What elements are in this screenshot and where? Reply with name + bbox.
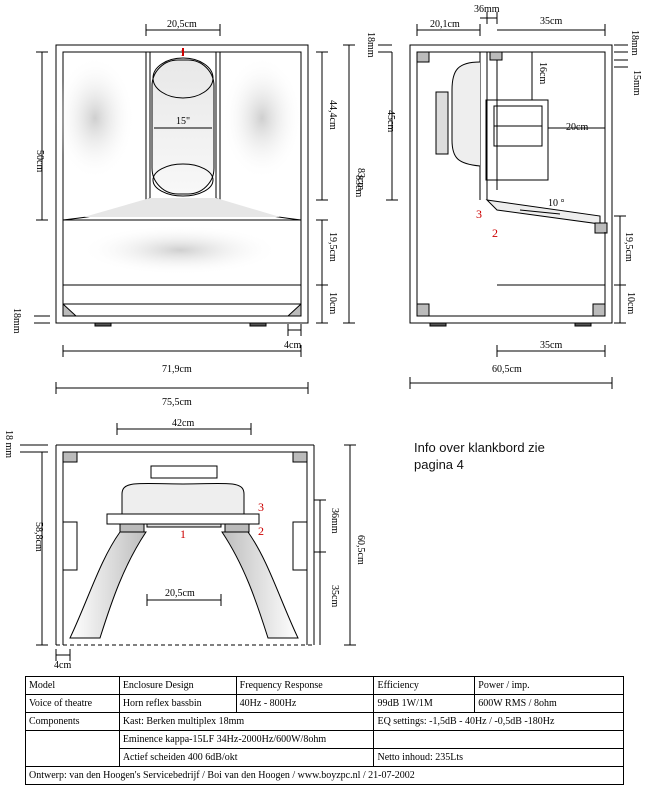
side-top-36: 36mm [474, 4, 500, 15]
table-row: Voice of theatre Horn reflex bassbin 40H… [25, 694, 624, 713]
freq-label: Frequency Response [235, 676, 375, 695]
side-height-45: 45cm [385, 110, 396, 132]
efficiency-value: 99dB 1W/1M [373, 694, 476, 713]
side-height-16: 16cm [537, 62, 548, 84]
side-height-10: 10cm [625, 292, 636, 314]
table-row: Components Kast: Berken multiplex 18mm E… [25, 712, 624, 731]
side-height-195: 19,5cm [623, 232, 634, 262]
side-thick-18: 18mm [365, 32, 376, 58]
model-label: Model [25, 676, 120, 695]
table-row: Eminence kappa-15LF 34Hz-2000Hz/600W/8oh… [25, 730, 624, 749]
top-thick-36: 36mm [329, 508, 340, 534]
voice-label: Voice of theatre [25, 694, 120, 713]
side-marker-3: 3 [476, 207, 482, 221]
eq-value: EQ settings: -1,5dB - 40Hz / -0,5dB -180… [373, 712, 624, 731]
front-height-83: 83cm [353, 175, 364, 197]
front-dimensions [34, 24, 355, 394]
front-top-width: 20,5cm [167, 19, 197, 30]
front-foot-4: 4cm [284, 340, 301, 351]
driver-value: Eminence kappa-15LF 34Hz-2000Hz/600W/8oh… [118, 730, 375, 749]
freq-value: 40Hz - 800Hz [235, 694, 375, 713]
credits: Ontwerp: van den Hoogen's Servicebedrijf… [25, 766, 624, 785]
front-height-195: 19,5cm [327, 232, 338, 262]
top-dimensions [20, 423, 356, 661]
front-view [55, 44, 309, 327]
top-height-588: 58,8cm [33, 522, 44, 552]
front-height-50: 50cm [34, 150, 45, 172]
front-height-10: 10cm [327, 292, 338, 314]
top-marker-3: 3 [258, 500, 264, 514]
info-note-line2: pagina 4 [414, 457, 464, 472]
top-thick-18: 18 mm [3, 430, 14, 458]
side-top-35: 35cm [540, 16, 562, 27]
table-row: Model Enclosure Design Frequency Respons… [25, 676, 624, 695]
efficiency-label: Efficiency [373, 676, 476, 695]
driver-spacer [373, 730, 624, 749]
components-spacer [25, 730, 120, 749]
side-top-201: 20,1cm [430, 19, 460, 30]
side-height-83: 83cm [355, 168, 366, 190]
top-throat-205: 20,5cm [165, 588, 195, 599]
volume-value: Netto inhoud: 235Lts [373, 748, 624, 767]
top-depth-35: 35cm [329, 585, 340, 607]
top-depth-605: 60,5cm [355, 535, 366, 565]
side-marker-2: 2 [492, 226, 498, 240]
front-thick-18: 18mm [11, 308, 22, 334]
components-label: Components [25, 712, 120, 731]
spec-table: Model Enclosure Design Frequency Respons… [25, 676, 624, 785]
enclosure-label: Enclosure Design [118, 676, 237, 695]
top-marker-2: 2 [258, 524, 264, 538]
info-note-line1: Info over klankbord zie [414, 440, 545, 455]
power-label: Power / imp. [474, 676, 624, 695]
front-outer-width: 75,5cm [162, 397, 192, 408]
front-speaker-size: 15" [176, 116, 190, 127]
components-spacer [25, 748, 120, 767]
front-marker-1: 1 [180, 48, 185, 58]
front-inner-width: 71,9cm [162, 364, 192, 375]
cabinet-value: Kast: Berken multiplex 18mm [118, 712, 375, 731]
table-row: Actief scheiden 400 6dB/okt Netto inhoud… [25, 748, 624, 767]
side-angle-10: 10 ° [548, 198, 565, 209]
side-thick-18-right: 18mm [629, 30, 640, 56]
top-marker-1: 1 [180, 527, 186, 541]
side-bottom-35: 35cm [540, 340, 562, 351]
crossover-value: Actief scheiden 400 6dB/okt [118, 748, 375, 767]
top-width-42: 42cm [172, 418, 194, 429]
side-dimensions [378, 12, 628, 389]
side-total-605: 60,5cm [492, 364, 522, 375]
side-view [409, 44, 613, 327]
power-value: 600W RMS / 8ohm [474, 694, 624, 713]
front-height-444: 44,4cm [327, 100, 338, 130]
info-note: Info over klankbord zie pagina 4 [414, 439, 584, 473]
side-thick-15: 15mm [631, 70, 642, 96]
enclosure-value: Horn reflex bassbin [118, 694, 237, 713]
table-row: Ontwerp: van den Hoogen's Servicebedrijf… [25, 766, 624, 785]
top-view [55, 444, 315, 646]
side-depth-20: 20cm [566, 122, 588, 133]
top-foot-4: 4cm [54, 660, 71, 671]
